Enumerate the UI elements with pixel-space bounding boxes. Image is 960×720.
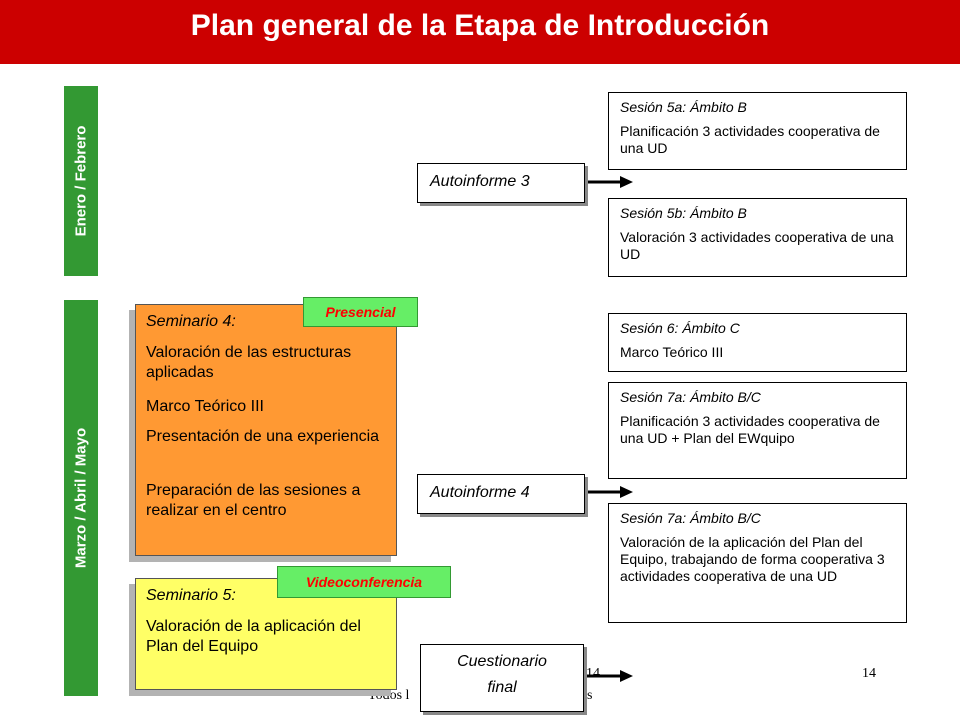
presencial-badge: Presencial bbox=[303, 297, 418, 327]
seminar-line: Presentación de una experiencia bbox=[146, 428, 380, 445]
session-desc: Marco Teórico III bbox=[620, 344, 724, 360]
footer-line-2a: Todos l bbox=[368, 688, 410, 703]
session-title: Sesión 7a: Ámbito B/C bbox=[620, 510, 761, 526]
seminar-line: Marco Teórico III bbox=[146, 398, 264, 415]
seminar-line: Valoración de las estructuras aplicadas bbox=[146, 344, 352, 381]
seminar-title: Seminario 5: bbox=[146, 587, 236, 604]
cuestionario-label-line1: Cuestionario bbox=[457, 653, 547, 670]
seminar-line: Preparación de las sesiones a realizar e… bbox=[146, 482, 361, 519]
session-box: Sesión 5b: Ámbito B Valoración 3 activid… bbox=[608, 198, 907, 277]
period-bar-marzo-mayo: Marzo / Abril / Mayo bbox=[64, 300, 98, 696]
title-bar: Plan general de la Etapa de Introducción bbox=[0, 0, 960, 64]
autoinforme-label: Autoinforme 4 bbox=[430, 484, 530, 501]
cuestionario-box: Cuestionario final bbox=[420, 644, 584, 712]
seminario-4-box: Seminario 4: Valoración de las estructur… bbox=[135, 304, 397, 556]
autoinforme-box: Autoinforme 4 bbox=[417, 474, 585, 514]
page-number: 14 bbox=[862, 666, 876, 681]
autoinforme-box: Autoinforme 3 bbox=[417, 163, 585, 203]
session-box: Sesión 6: Ámbito C Marco Teórico III bbox=[608, 313, 907, 372]
session-title: Sesión 7a: Ámbito B/C bbox=[620, 389, 761, 405]
period-bar-enero-febrero: Enero / Febrero bbox=[64, 86, 98, 276]
session-desc: Planificación 3 actividades cooperativa … bbox=[620, 123, 880, 156]
session-box: Sesión 7a: Ámbito B/C Planificación 3 ac… bbox=[608, 382, 907, 479]
session-desc: Valoración 3 actividades cooperativa de … bbox=[620, 229, 894, 262]
seminar-line: Valoración de la aplicación del Plan del… bbox=[146, 618, 361, 655]
autoinforme-label: Autoinforme 3 bbox=[430, 173, 530, 190]
arrow-right-icon bbox=[584, 176, 633, 188]
page-title: Plan general de la Etapa de Introducción bbox=[190, 9, 770, 42]
session-desc: Planificación 3 actividades cooperativa … bbox=[620, 413, 880, 446]
arrow-right-icon bbox=[584, 670, 633, 682]
cuestionario-label-line2: final bbox=[487, 679, 517, 696]
session-title: Sesión 5b: Ámbito B bbox=[620, 205, 747, 221]
session-box: Sesión 7a: Ámbito B/C Valoración de la a… bbox=[608, 503, 907, 623]
seminar-title: Seminario 4: bbox=[146, 313, 236, 330]
session-box: Sesión 5a: Ámbito B Planificación 3 acti… bbox=[608, 92, 907, 170]
arrow-right-icon bbox=[584, 486, 633, 498]
session-desc: Valoración de la aplicación del Plan del… bbox=[620, 534, 885, 584]
session-title: Sesión 6: Ámbito C bbox=[620, 320, 740, 336]
session-title: Sesión 5a: Ámbito B bbox=[620, 99, 747, 115]
videoconferencia-badge: Videoconferencia bbox=[277, 566, 451, 598]
